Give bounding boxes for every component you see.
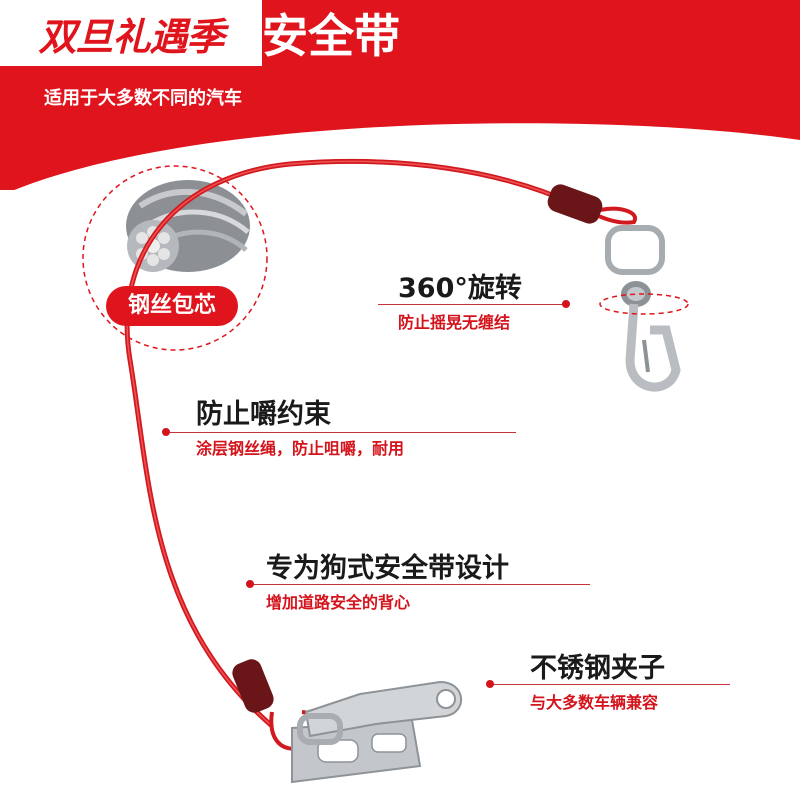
feature-bullet (486, 680, 494, 688)
feature-desc: 防止摇晃无缠结 (398, 313, 511, 332)
feature-desc: 增加道路安全的背心 (266, 593, 411, 612)
feature-stainless-clip: 不锈钢夹子 与大多数车辆兼容 (486, 646, 730, 713)
promo-tag: 双旦礼遇季 (0, 0, 262, 66)
feature-title: 360°旋转 (398, 273, 522, 304)
feature-bullet (562, 300, 570, 308)
feature-divider (378, 304, 564, 305)
feature-harness-design: 专为狗式安全带设计 增加道路安全的背心 (246, 546, 590, 613)
bottom-crimp-sleeve (232, 659, 274, 713)
steel-cable-core-icon (126, 180, 250, 272)
page-subtitle: 适用于大多数不同的汽车 (44, 88, 242, 109)
feature-anti-chew: 防止嚼约束 涂层钢丝绳，防止咀嚼，耐用 (162, 392, 516, 459)
feature-swivel: 360°旋转 防止摇晃无缠结 (378, 266, 570, 333)
seatbelt-buckle-clip-icon (291, 680, 463, 784)
promo-text: 双旦礼遇季 (38, 14, 224, 59)
feature-desc: 涂层钢丝绳，防止咀嚼，耐用 (196, 439, 405, 458)
header-banner: 双旦礼遇季 安全带 适用于大多数不同的汽车 (0, 0, 800, 190)
feature-divider (166, 432, 516, 433)
feature-bullet (162, 428, 170, 436)
top-crimp-sleeve (547, 184, 603, 224)
page-title: 安全带 (262, 9, 400, 63)
feature-title: 防止嚼约束 (196, 399, 331, 430)
swivel-snap-hook-icon (605, 225, 681, 392)
feature-title: 不锈钢夹子 (530, 653, 665, 684)
feature-title: 专为狗式安全带设计 (266, 553, 509, 584)
rotation-indicator (599, 293, 689, 315)
feature-divider (490, 684, 730, 685)
cable-core-badge: 钢丝包芯 (106, 286, 238, 326)
feature-bullet (246, 580, 254, 588)
feature-divider (250, 584, 590, 585)
feature-desc: 与大多数车辆兼容 (530, 693, 659, 712)
cable-core-callout-circle (82, 165, 268, 351)
